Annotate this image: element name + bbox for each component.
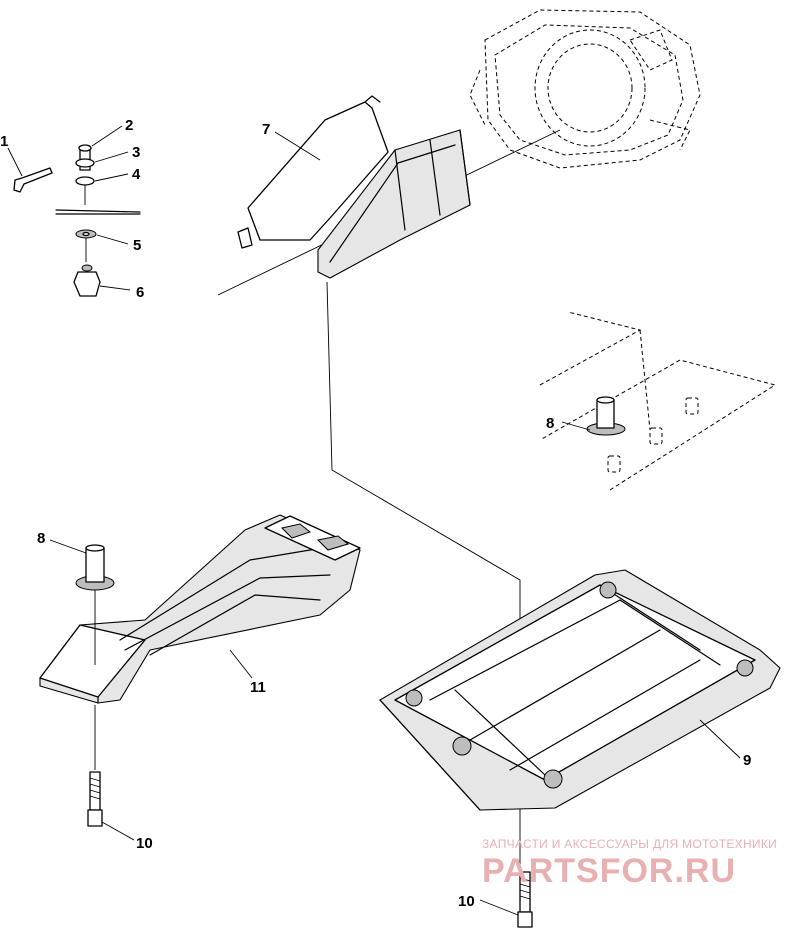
callout-2: 2 bbox=[125, 117, 133, 134]
bolt-part-10-left bbox=[87, 705, 103, 827]
callout-8-lower: 8 bbox=[37, 530, 45, 547]
rivet-part-8-upper bbox=[586, 396, 626, 436]
heat-shield-part-7 bbox=[237, 95, 471, 279]
callout-3: 3 bbox=[132, 144, 140, 161]
skid-plate-part-9 bbox=[379, 569, 781, 811]
pin-part-1 bbox=[13, 167, 53, 193]
mounting-area-outline bbox=[539, 311, 777, 491]
callout-11: 11 bbox=[250, 679, 266, 696]
callout-6: 6 bbox=[136, 284, 144, 301]
callout-10-right: 10 bbox=[458, 893, 475, 910]
callout-1: 1 bbox=[0, 133, 8, 150]
engine-outline bbox=[469, 9, 701, 169]
washer-part-3 bbox=[75, 158, 95, 168]
callout-9: 9 bbox=[743, 752, 751, 769]
callout-7: 7 bbox=[262, 121, 270, 138]
watermark-brand: PARTSFOR.RU bbox=[482, 852, 736, 890]
hardware-stack bbox=[13, 144, 141, 297]
skid-part-11 bbox=[39, 514, 361, 704]
callout-10-left: 10 bbox=[136, 835, 153, 852]
callout-8-upper: 8 bbox=[546, 415, 554, 432]
panel-edge bbox=[55, 209, 141, 213]
washer-part-4 bbox=[75, 176, 95, 186]
watermark-subtitle: ЗАПЧАСТИ И АКСЕССУАРЫ ДЛЯ МОТОТЕХНИКИ bbox=[482, 837, 777, 851]
leader-lines bbox=[7, 125, 741, 916]
callout-4: 4 bbox=[132, 166, 141, 183]
nut-part-6 bbox=[73, 271, 101, 297]
watermark: ЗАПЧАСТИ И АКСЕССУАРЫ ДЛЯ МОТОТЕХНИКИ PA… bbox=[482, 837, 777, 890]
callout-5: 5 bbox=[133, 237, 141, 254]
bolt-part-10-right bbox=[517, 871, 533, 928]
rivet-part-8-lower bbox=[75, 544, 115, 665]
